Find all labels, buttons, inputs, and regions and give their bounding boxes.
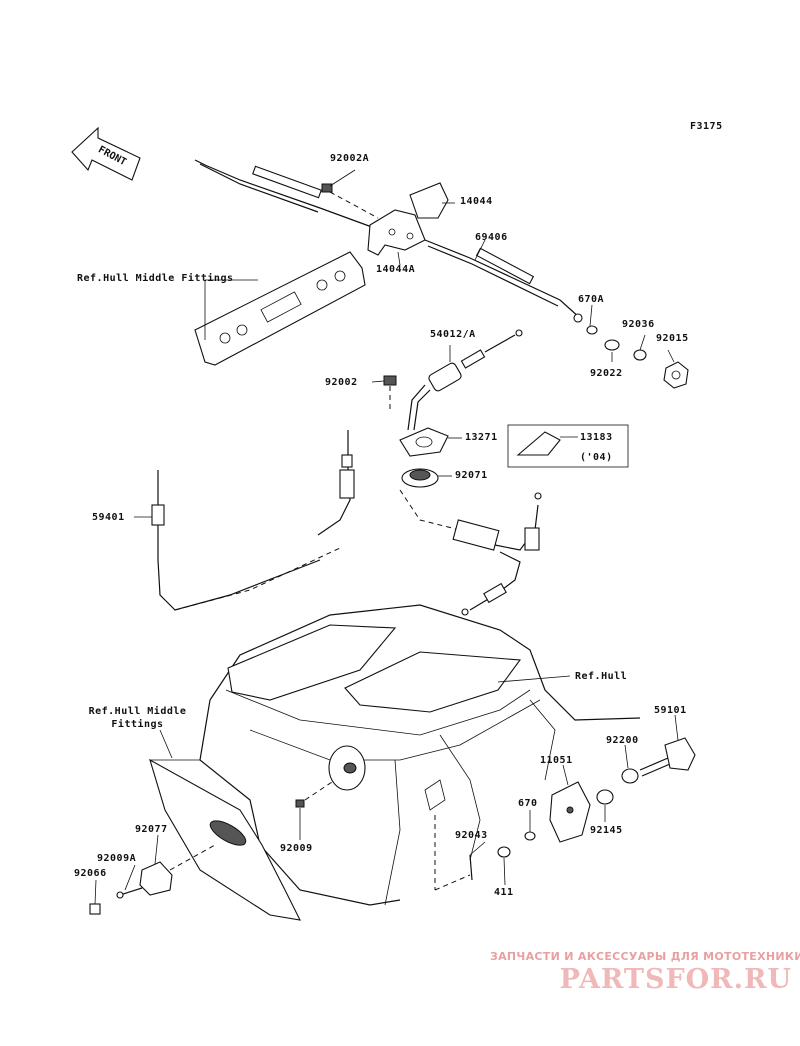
plate-13271 [399, 427, 449, 457]
washer-92022 [604, 339, 620, 351]
watermark-logo: PARTSFOR.RU [559, 964, 792, 995]
nut-92015 [663, 361, 689, 389]
label-92002: 92002 [325, 377, 358, 388]
grommet-92077 [139, 844, 216, 896]
bolt-92002A [321, 183, 379, 219]
hull-middle-fitting-top [194, 251, 366, 366]
pin-92043 [434, 815, 473, 891]
label-670: 670 [518, 798, 538, 809]
bolt-92002 [383, 375, 397, 410]
cable-69406 [194, 159, 583, 323]
label-59401: 59401 [92, 512, 125, 523]
screw-92009A [116, 887, 143, 899]
label-92071: 92071 [455, 470, 488, 481]
label-92009A: 92009A [97, 853, 137, 864]
label-ref-hull-middle-top: Ref.Hull Middle Fittings [77, 273, 234, 284]
label-69406: 69406 [475, 232, 508, 243]
front-arrow-icon: FRONT [71, 126, 141, 181]
label-92002A: 92002A [330, 153, 370, 164]
label-13271: 13271 [465, 432, 498, 443]
label-14044A: 14044A [376, 264, 416, 275]
lower-cable-assembly [399, 489, 542, 616]
leader-lines [94, 169, 679, 905]
screw-92009 [295, 779, 336, 808]
ring-670 [524, 831, 536, 841]
choke-cable-54012 [407, 329, 523, 431]
label-59101: 59101 [654, 705, 687, 716]
label-92077: 92077 [135, 824, 168, 835]
shaft-59101 [639, 737, 696, 777]
label-411: 411 [494, 887, 514, 898]
label-670A: 670A [578, 294, 605, 305]
diagram-code: F3175 [690, 121, 723, 132]
nut-92071 [401, 468, 439, 488]
label-ref-hull: Ref.Hull [575, 671, 628, 682]
clip-92066 [89, 903, 101, 915]
label-11051: 11051 [540, 755, 573, 766]
bracket-14044A [367, 209, 426, 256]
seal-92145 [596, 789, 614, 805]
label-54012A: 54012/A [430, 329, 476, 340]
watermark-tagline: ЗАПЧАСТИ И АКСЕССУАРЫ ДЛЯ МОТОТЕХНИКИ [490, 950, 800, 963]
washer-92200 [621, 768, 639, 784]
label-14044: 14044 [460, 196, 493, 207]
label-92022: 92022 [590, 368, 623, 379]
cable-59401 [151, 430, 355, 611]
label-92043: 92043 [455, 830, 488, 841]
label-92066: 92066 [74, 868, 107, 879]
label-92015: 92015 [656, 333, 689, 344]
washer-670A [586, 325, 598, 335]
hull-middle-fitting-bottom [149, 758, 301, 921]
label-ref-hull-middle-bottom-1: Ref.Hull Middle [88, 706, 187, 717]
label-92036: 92036 [622, 319, 655, 330]
label-13183: 13183 [580, 432, 613, 443]
box-13183 [507, 424, 629, 468]
cover-11051 [549, 781, 591, 843]
washer-411 [497, 846, 511, 858]
label-92200: 92200 [606, 735, 639, 746]
washer-92036 [633, 349, 647, 361]
label-13183-note: ('04) [580, 452, 613, 463]
label-ref-hull-middle-bottom-2: Fittings [111, 719, 164, 730]
label-92145: 92145 [590, 825, 623, 836]
label-92009: 92009 [280, 843, 313, 854]
cover-14044 [409, 182, 449, 219]
